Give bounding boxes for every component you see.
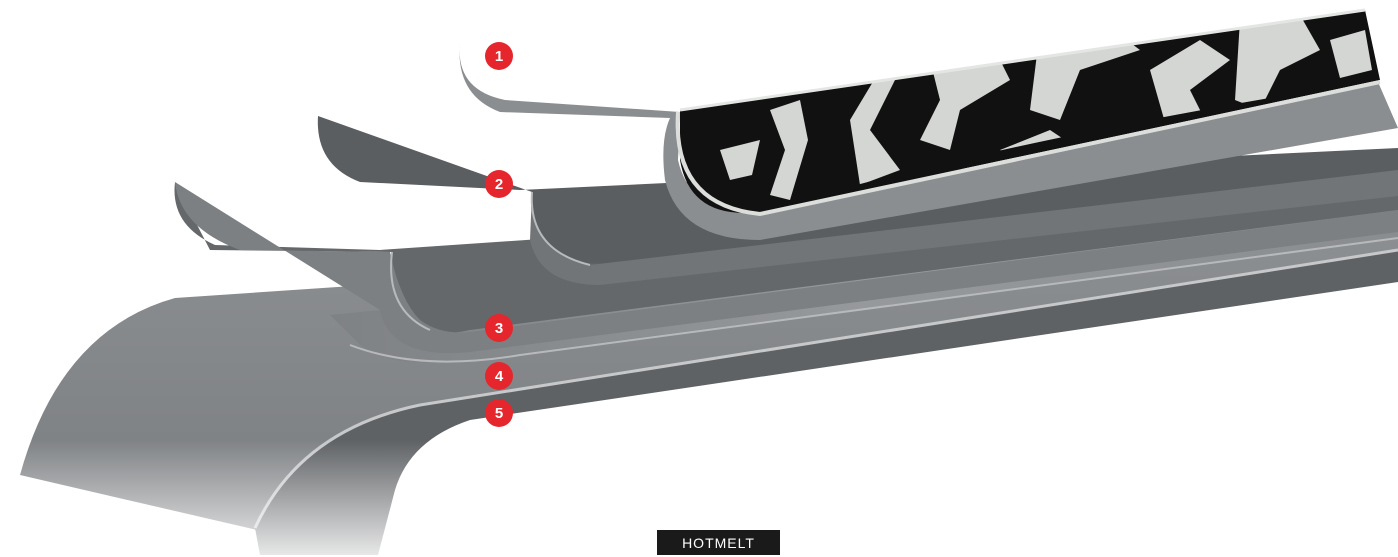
marker-label: 4 bbox=[495, 368, 504, 385]
marker-5: 5 bbox=[485, 399, 513, 427]
marker-4: 4 bbox=[485, 362, 513, 390]
marker-label: 1 bbox=[495, 48, 503, 65]
marker-3: 3 bbox=[485, 314, 513, 342]
marker-label: 2 bbox=[495, 176, 503, 193]
hotmelt-tag: HOTMELT bbox=[657, 530, 780, 555]
marker-label: 3 bbox=[495, 320, 503, 337]
marker-label: 5 bbox=[495, 405, 503, 422]
marker-1: 1 bbox=[485, 42, 513, 70]
marker-2: 2 bbox=[485, 170, 513, 198]
